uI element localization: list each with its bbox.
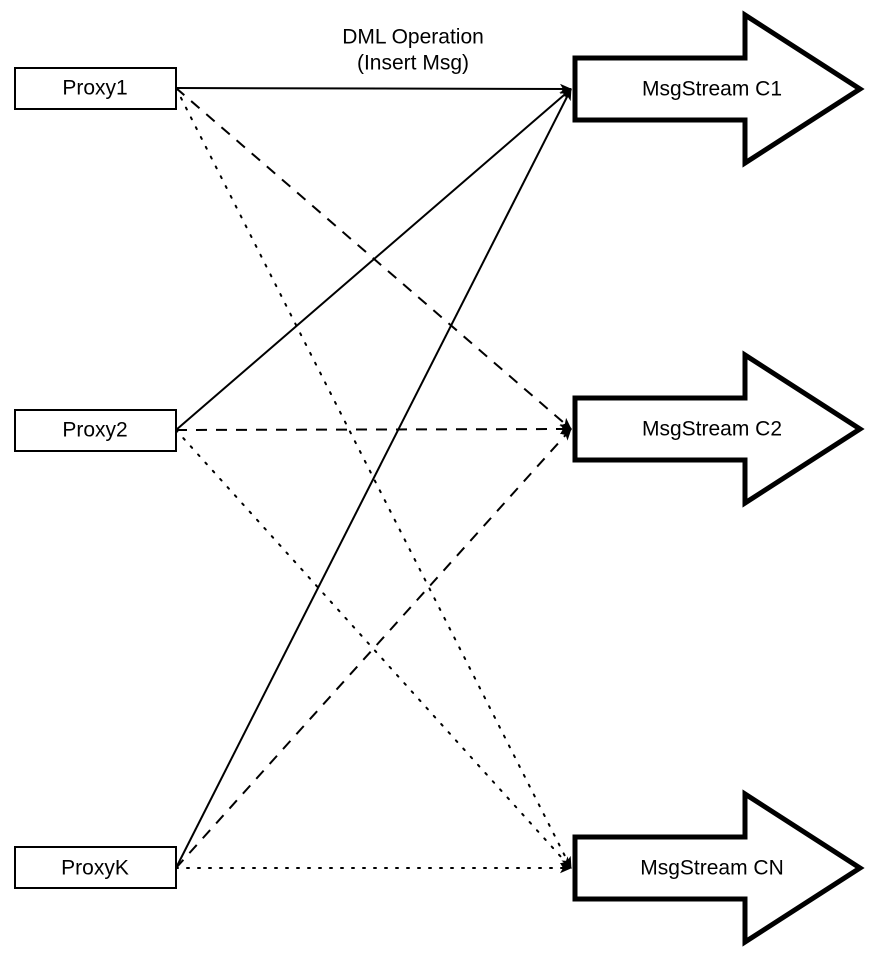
connections-layer	[175, 83, 572, 874]
connection-line-solid	[175, 88, 572, 869]
proxy-node-proxyk[interactable]: ProxyK	[14, 846, 177, 889]
connection-line-dotted	[175, 429, 572, 869]
connection-p2-c1	[175, 88, 572, 431]
connection-p2-cn	[175, 429, 572, 869]
msgstream-label-stream_cn: MsgStream CN	[640, 857, 784, 880]
connection-p1-cn	[175, 87, 572, 869]
edge-label-group: DML Operation (Insert Msg)	[342, 26, 484, 75]
proxy-label-proxy2: Proxy2	[62, 419, 127, 442]
msgstream-arrow-shape-stream_cn	[572, 789, 865, 947]
msgstream-arrow-shape-stream_c2	[572, 350, 865, 508]
proxy-node-proxy1[interactable]: Proxy1	[14, 67, 177, 110]
connection-line-dotted	[175, 87, 572, 869]
connection-p1-c1	[175, 83, 572, 95]
proxy-label-proxyk: ProxyK	[61, 857, 129, 880]
proxy-box-proxy1	[14, 67, 177, 110]
edge-label-line-2: (Insert Msg)	[357, 52, 469, 75]
msgstream-label-stream_c2: MsgStream C2	[642, 418, 782, 441]
msgstream-arrow-shape-stream_c1	[572, 10, 865, 168]
connection-line-solid	[175, 88, 572, 431]
streams-layer: MsgStream C1 MsgStream C2 MsgStream CN	[572, 10, 865, 947]
connection-pk-c1	[175, 88, 572, 869]
connection-p2-c2	[175, 423, 572, 435]
connection-line-dashed	[175, 423, 572, 435]
edge-label-line-1: DML Operation	[342, 26, 484, 49]
msgstream-node-stream_c1[interactable]: MsgStream C1	[572, 10, 865, 168]
proxy-box-proxy2	[14, 409, 177, 452]
proxy-label-proxy1: Proxy1	[62, 77, 127, 100]
msgstream-label-stream_c1: MsgStream C1	[642, 78, 782, 101]
msgstream-node-stream_c2[interactable]: MsgStream C2	[572, 350, 865, 508]
proxy-node-proxy2[interactable]: Proxy2	[14, 409, 177, 452]
proxy-box-proxyk	[14, 846, 177, 889]
connection-line-solid	[175, 83, 572, 95]
msgstream-node-stream_cn[interactable]: MsgStream CN	[572, 789, 865, 947]
